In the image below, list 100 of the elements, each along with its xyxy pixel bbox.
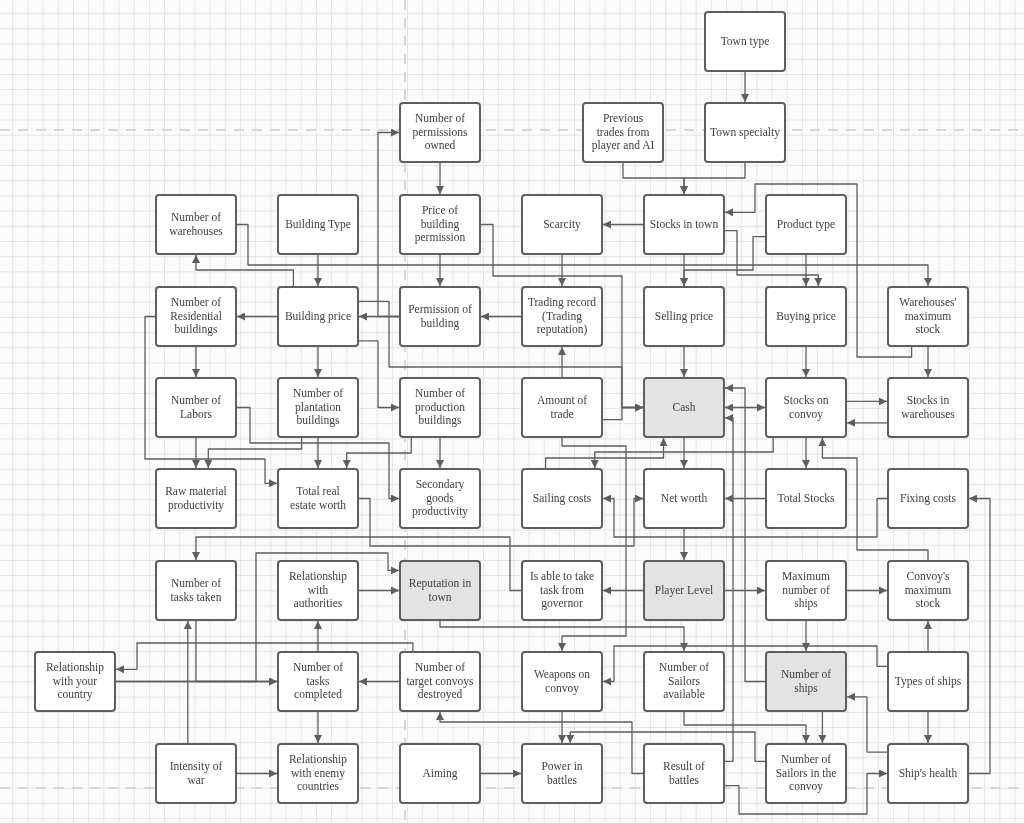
arrow [846,418,888,427]
process-box [277,560,359,621]
arrow [924,346,932,378]
arrow [314,437,322,469]
process-box [765,743,847,804]
arrow [314,254,322,287]
arrow [436,162,444,195]
arrow [192,346,200,378]
node-label: Building price [284,309,352,324]
process-box [704,11,786,72]
arrow [439,620,688,652]
arrow [236,769,278,778]
arrow [558,437,627,652]
process-box [399,194,481,255]
node-label: Sailing costs [532,491,592,506]
process-box [399,377,481,438]
arrow [724,494,766,503]
arrow [602,494,888,538]
arrow [236,312,278,321]
node-label: Number of Sailors in the convoy [774,753,838,794]
arrow [680,528,688,561]
node-label: Number of permissions owned [411,112,469,153]
node-label: Previous trades from player and AI [590,112,656,153]
node-label: Number of ships [779,668,833,695]
node-label: Total real estate worth [289,485,347,512]
highlighted-box [643,377,725,438]
arrow [192,254,295,287]
arrow [144,315,278,488]
process-box [582,102,664,163]
arrow [236,406,400,503]
arrow [818,711,827,744]
arrow [115,642,414,674]
node-label: Weapons on convoy [532,668,592,695]
arrow [358,340,400,412]
arrow [924,711,932,744]
arrow [236,223,932,287]
node-label: Town specialty [710,125,780,140]
process-box [155,377,237,438]
node-label: Scarcity [543,217,581,232]
arrow [924,620,932,652]
process-box [34,651,116,712]
node-label: Number of production buildings [413,387,467,428]
arrow [314,711,322,744]
arrow [802,437,810,469]
arrow [204,437,303,469]
node-label: Net worth [660,491,708,506]
arrow [680,236,766,287]
arrow [342,437,412,469]
arrow [680,162,746,195]
arrow [566,731,766,762]
node-label: Relationship with enemy countries [287,753,349,794]
node-label: Number of Residential buildings [169,296,223,337]
node-label: Permission of building [407,303,473,330]
arrow [724,413,734,762]
node-label: Result of battles [662,760,706,787]
arrow [846,397,888,406]
node-label: Number of Sailors available [657,661,711,702]
process-box [277,286,359,347]
arrow [314,346,322,378]
process-box [277,468,359,529]
arrow [195,620,278,686]
arrow [724,229,823,287]
process-box [887,468,969,529]
arrow [724,769,888,815]
process-box [887,743,969,804]
node-label: Number of plantation buildings [291,387,345,428]
node-label: Town type [720,34,770,49]
node-label: Amount of trade [535,394,589,421]
arrow [724,183,913,358]
highlighted-box [643,560,725,621]
process-box [704,102,786,163]
arrow [683,711,810,744]
arrow [724,586,766,595]
process-box [155,286,237,347]
process-box [277,651,359,712]
process-box [399,651,481,712]
process-box [521,377,603,438]
arrow [358,494,644,547]
arrow [680,346,688,378]
arrow [802,254,810,287]
arrow [846,586,888,595]
process-box [643,194,725,255]
node-label: Product type [776,217,836,232]
arrow [436,254,444,287]
node-label: Building Type [285,217,351,232]
highlighted-box [399,560,481,621]
arrow [802,620,810,652]
process-box [765,194,847,255]
process-box [399,102,481,163]
node-label: Stocks in warehouses [900,394,956,421]
process-box [765,560,847,621]
node-label: Number of Labors [169,394,223,421]
arrow [680,437,688,469]
arrow [480,312,522,321]
arrow [846,692,888,753]
process-box [399,743,481,804]
node-label: Cash [672,400,696,415]
node-label: Types of ships [894,674,962,689]
arrow [558,346,566,378]
process-box [887,560,969,621]
